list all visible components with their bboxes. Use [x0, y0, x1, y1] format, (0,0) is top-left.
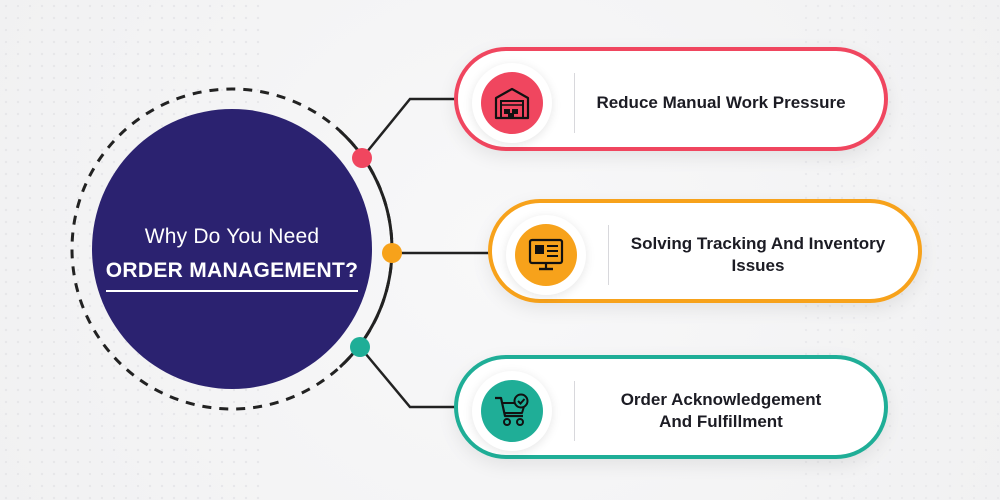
cart-check-icon — [495, 393, 529, 426]
node-dot-teal — [350, 337, 370, 357]
card-reduce-manual-work: Reduce Manual Work Pressure — [454, 47, 888, 151]
card-text-line: Issues — [731, 256, 785, 275]
node-dot-orange — [382, 243, 402, 263]
card-text: Reduce Manual Work Pressure — [576, 51, 866, 155]
node-dot-red — [352, 148, 372, 168]
warehouse-icon — [494, 87, 530, 120]
branch-line-top — [361, 97, 458, 159]
card-order-acknowledgement: Order Acknowledgement And Fulfillment — [454, 355, 888, 459]
card-text-line: Reduce Manual Work Pressure — [596, 93, 846, 112]
card-divider — [574, 381, 575, 441]
card-text-line: Order Acknowledgement — [620, 390, 822, 409]
card-solving-tracking: Solving Tracking And Inventory Issues — [488, 199, 922, 303]
hub-question-text: Why Do You Need — [144, 224, 320, 248]
central-hub-circle: Why Do You Need ORDER MANAGEMENT? — [92, 109, 372, 389]
icon-badge — [472, 63, 552, 143]
card-divider — [574, 73, 575, 133]
inventory-monitor-icon — [528, 238, 564, 271]
icon-badge — [506, 215, 586, 295]
icon-badge — [472, 371, 552, 451]
card-text: Solving Tracking And Inventory Issues — [610, 203, 906, 307]
branch-line-bottom — [359, 346, 458, 409]
card-text: Order Acknowledgement And Fulfillment — [576, 359, 866, 463]
hub-title-text: ORDER MANAGEMENT? — [105, 259, 359, 292]
card-text-line: Solving Tracking And Inventory — [630, 234, 886, 253]
card-divider — [608, 225, 609, 285]
card-text-line: And Fulfillment — [659, 412, 783, 431]
